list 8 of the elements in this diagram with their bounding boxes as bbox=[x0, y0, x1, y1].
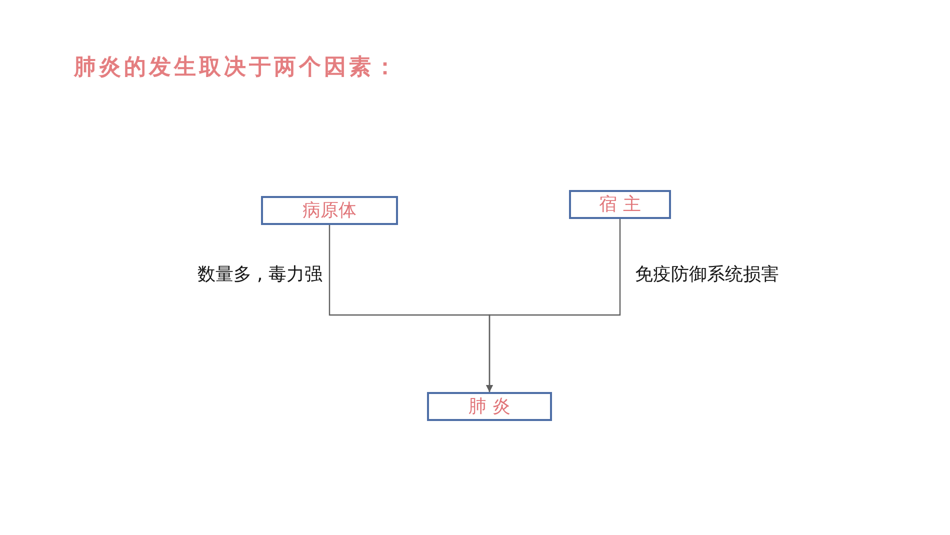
factor-box bbox=[569, 190, 671, 219]
factor-box bbox=[427, 392, 552, 421]
connector-arrow bbox=[486, 219, 621, 392]
box-label: 肺 炎 bbox=[468, 396, 510, 418]
box-label: 宿 主 bbox=[599, 194, 641, 216]
box-label: 病原体 bbox=[302, 200, 356, 222]
factor-box bbox=[261, 196, 398, 225]
title: 肺炎的发生取决于两个因素： bbox=[74, 54, 399, 82]
